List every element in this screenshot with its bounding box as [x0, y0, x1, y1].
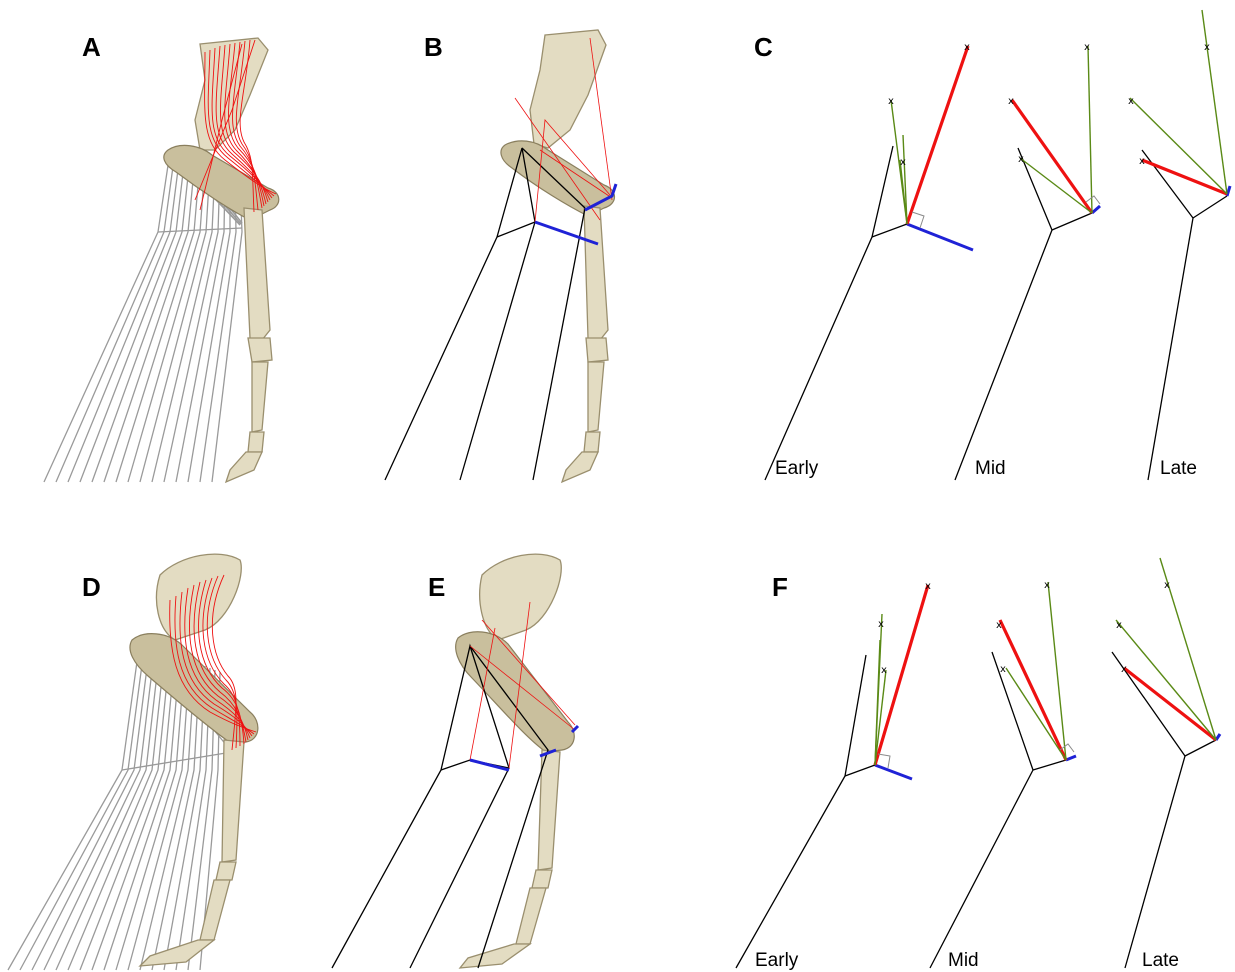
panel-a-fetlock: [248, 432, 264, 452]
panel-d-forearm: [222, 740, 244, 862]
panel-c-phase-early: Early: [775, 458, 819, 479]
panel-c-mid: x x x Mid: [955, 42, 1100, 480]
panel-e: E: [332, 554, 578, 968]
panel-b-fetlock: [584, 432, 600, 452]
panel-f-late-marker-1: x: [1164, 580, 1170, 591]
panel-c-mid-marker-2: x: [1008, 96, 1014, 107]
panel-a: A: [44, 32, 279, 482]
panel-d-metacarpus: [200, 880, 230, 940]
panel-b-cannon: [588, 362, 604, 432]
panel-a-grey-fan: [44, 152, 242, 482]
panel-c-late-marker-2: x: [1128, 96, 1134, 107]
panel-a-carpus: [248, 338, 272, 362]
panel-f: F x x x Early x x x Mid: [736, 558, 1220, 971]
panel-c-early-marker-1: x: [964, 42, 970, 53]
panel-d-carpus: [216, 862, 236, 880]
panel-f-early-marker-1: x: [925, 581, 931, 592]
panel-c-late: x x x Late: [1128, 10, 1230, 480]
panel-a-skeleton: [164, 38, 279, 482]
panel-b-hoof: [562, 452, 598, 482]
panel-f-mid-marker-1: x: [1044, 580, 1050, 591]
panel-b: B: [385, 30, 616, 482]
panel-f-letter: F: [772, 572, 788, 602]
panel-e-scapula: [480, 554, 562, 640]
panel-f-early-marker-2: x: [878, 619, 884, 630]
panel-f-late: x x x Late: [1112, 558, 1220, 971]
panel-e-letter: E: [428, 572, 445, 602]
panel-f-early: x x x Early: [736, 581, 931, 971]
panel-c-late-marker-1: x: [1204, 42, 1210, 53]
panel-f-mid-marker-2: x: [996, 620, 1002, 631]
panel-c-phase-mid: Mid: [975, 458, 1006, 479]
panel-f-mid-marker-3: x: [1000, 664, 1006, 675]
panel-e-forearm: [538, 750, 560, 870]
panel-d-letter: D: [82, 572, 101, 602]
panel-f-late-marker-3: x: [1121, 664, 1127, 675]
panel-f-phase-late: Late: [1142, 950, 1179, 971]
panel-b-scapula: [530, 30, 606, 148]
panel-d: D: [8, 554, 258, 970]
panel-d-paw: [140, 940, 214, 966]
panel-c-early-marker-3: x: [900, 157, 906, 168]
panel-c-late-marker-3: x: [1139, 156, 1145, 167]
panel-c-phase-late: Late: [1160, 458, 1197, 479]
panel-e-carpus: [532, 870, 552, 888]
panel-c: C x x x Early x x x Mid: [754, 10, 1230, 480]
panel-c-mid-marker-1: x: [1084, 42, 1090, 53]
panel-a-scapula: [195, 38, 268, 150]
panel-f-late-marker-2: x: [1116, 620, 1122, 631]
panel-b-carpus: [586, 338, 608, 362]
panel-c-mid-marker-3: x: [1018, 154, 1024, 165]
panel-f-phase-early: Early: [755, 950, 799, 971]
panel-f-phase-mid: Mid: [948, 950, 979, 971]
panel-c-early: x x x Early: [765, 42, 973, 480]
panel-a-hoof: [226, 452, 262, 482]
panel-e-metacarpus: [516, 888, 546, 944]
panel-b-letter: B: [424, 32, 443, 62]
panel-a-letter: A: [82, 32, 101, 62]
panel-a-forearm: [244, 208, 270, 340]
panel-e-paw: [460, 944, 530, 968]
panel-f-mid: x x x Mid: [930, 580, 1076, 971]
panel-b-forearm: [584, 206, 608, 340]
panel-a-cannon: [252, 362, 268, 432]
panel-c-early-marker-2: x: [888, 96, 894, 107]
panel-b-skeleton: [501, 30, 615, 482]
panel-f-early-marker-3: x: [881, 665, 887, 676]
panel-c-letter: C: [754, 32, 773, 62]
